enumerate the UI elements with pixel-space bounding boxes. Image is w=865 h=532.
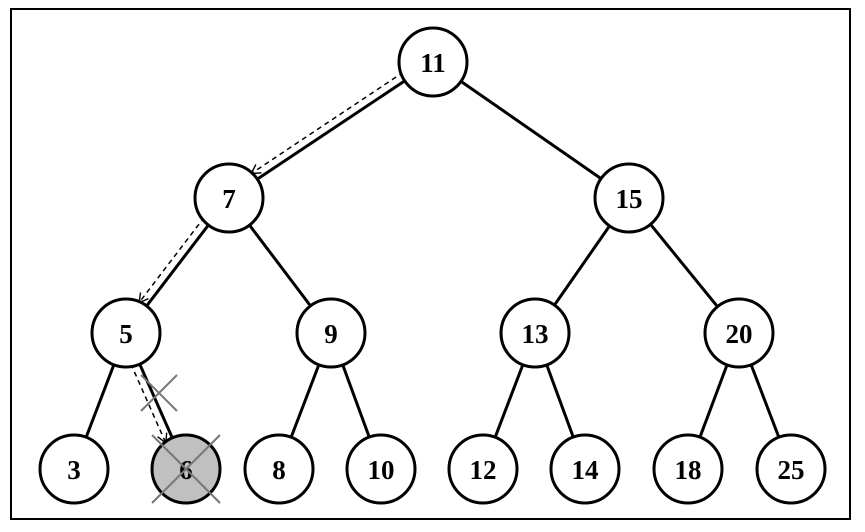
edge-9-8: [289, 364, 321, 438]
edge-7-5: [145, 224, 210, 307]
node-label: 5: [119, 319, 133, 349]
node-14: 14: [549, 433, 621, 505]
node-circle: [295, 297, 367, 369]
node-label: 15: [616, 184, 643, 214]
node-label: 18: [675, 455, 702, 485]
edge-7-9: [248, 224, 312, 307]
node-circle: [549, 433, 621, 505]
node-circle: [447, 433, 519, 505]
node-circle: [593, 162, 665, 234]
node-label: 12: [470, 455, 497, 485]
node-circle: [703, 297, 775, 369]
node-12: 12: [447, 433, 519, 505]
node-circle: [755, 433, 827, 505]
node-label: 13: [522, 319, 549, 349]
node-7: 7: [193, 162, 265, 234]
node-circle: [397, 26, 469, 98]
node-25: 25: [755, 433, 827, 505]
edge-9-10: [341, 364, 371, 438]
edge-13-12: [493, 364, 525, 438]
node-circle: [243, 433, 315, 505]
edges-layer: [84, 79, 781, 439]
node-label: 11: [420, 48, 446, 78]
edge-11-7: [256, 79, 406, 181]
node-label: 9: [324, 319, 338, 349]
node-5: 5: [90, 297, 162, 369]
deletion-marks-layer: [140, 374, 221, 504]
edge-20-25: [749, 364, 781, 438]
node-circle: [38, 433, 110, 505]
node-circle: [193, 162, 265, 234]
node-11: 11: [397, 26, 469, 98]
removed-edge-cross-icon: [140, 374, 178, 412]
deleted-node-cross-icon: [151, 434, 221, 504]
node-13: 13: [499, 297, 571, 369]
node-label: 7: [222, 184, 236, 214]
edge-5-3: [84, 364, 116, 438]
node-label: 3: [67, 455, 81, 485]
edge-11-15: [460, 80, 602, 180]
edge-5-6: [138, 363, 174, 439]
node-3: 3: [38, 433, 110, 505]
node-label: 25: [778, 455, 805, 485]
edge-15-13: [553, 225, 611, 306]
nodes-layer: 117155913203681012141825: [38, 26, 827, 505]
node-18: 18: [652, 433, 724, 505]
edge-20-18: [698, 364, 729, 438]
node-label: 10: [368, 455, 395, 485]
node-9: 9: [295, 297, 367, 369]
node-circle: [345, 433, 417, 505]
node-label: 8: [272, 455, 286, 485]
edge-13-14: [545, 364, 575, 438]
node-label: 14: [572, 455, 599, 485]
search-path-arrow-5-6: [130, 363, 168, 445]
search-path-arrow-7-5: [138, 216, 206, 304]
edge-15-20: [649, 223, 719, 308]
node-15: 15: [593, 162, 665, 234]
node-20: 20: [703, 297, 775, 369]
node-label: 20: [726, 319, 753, 349]
node-circle: [652, 433, 724, 505]
node-10: 10: [345, 433, 417, 505]
search-path-arrow-11-7: [249, 71, 405, 175]
node-circle: [90, 297, 162, 369]
node-circle: [499, 297, 571, 369]
node-8: 8: [243, 433, 315, 505]
search-path-layer: [130, 71, 405, 445]
